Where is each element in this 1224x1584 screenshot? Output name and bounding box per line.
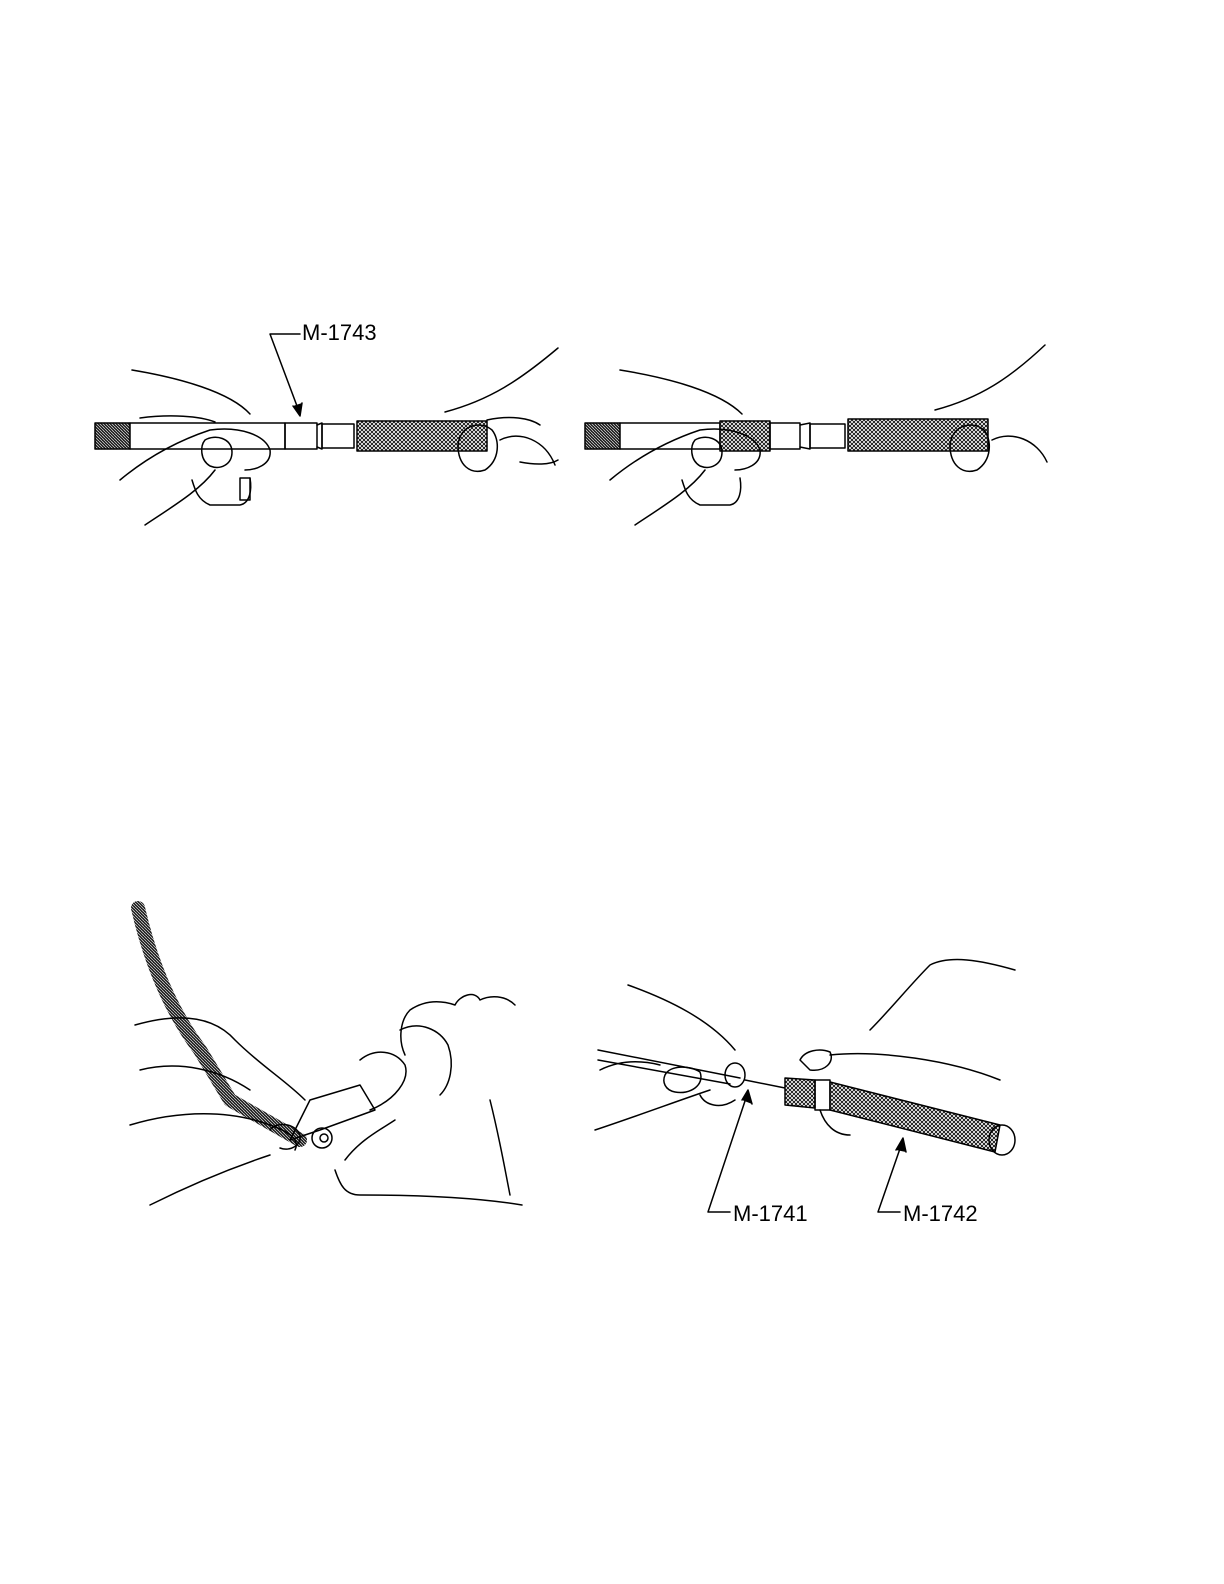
figure-cable-top-left	[95, 334, 558, 525]
right-hand-top-left	[445, 348, 558, 412]
callout-label-m1743: M-1743	[302, 322, 377, 344]
callout-label-m1741: M-1741	[733, 1203, 808, 1225]
callout-label-m1742: M-1742	[903, 1203, 978, 1225]
left-hand-top-left	[132, 370, 250, 414]
figure-tool-bottom-right	[595, 960, 1015, 1212]
figure-stripping-bottom-left	[130, 908, 522, 1205]
figure-cable-top-right	[585, 345, 1047, 525]
